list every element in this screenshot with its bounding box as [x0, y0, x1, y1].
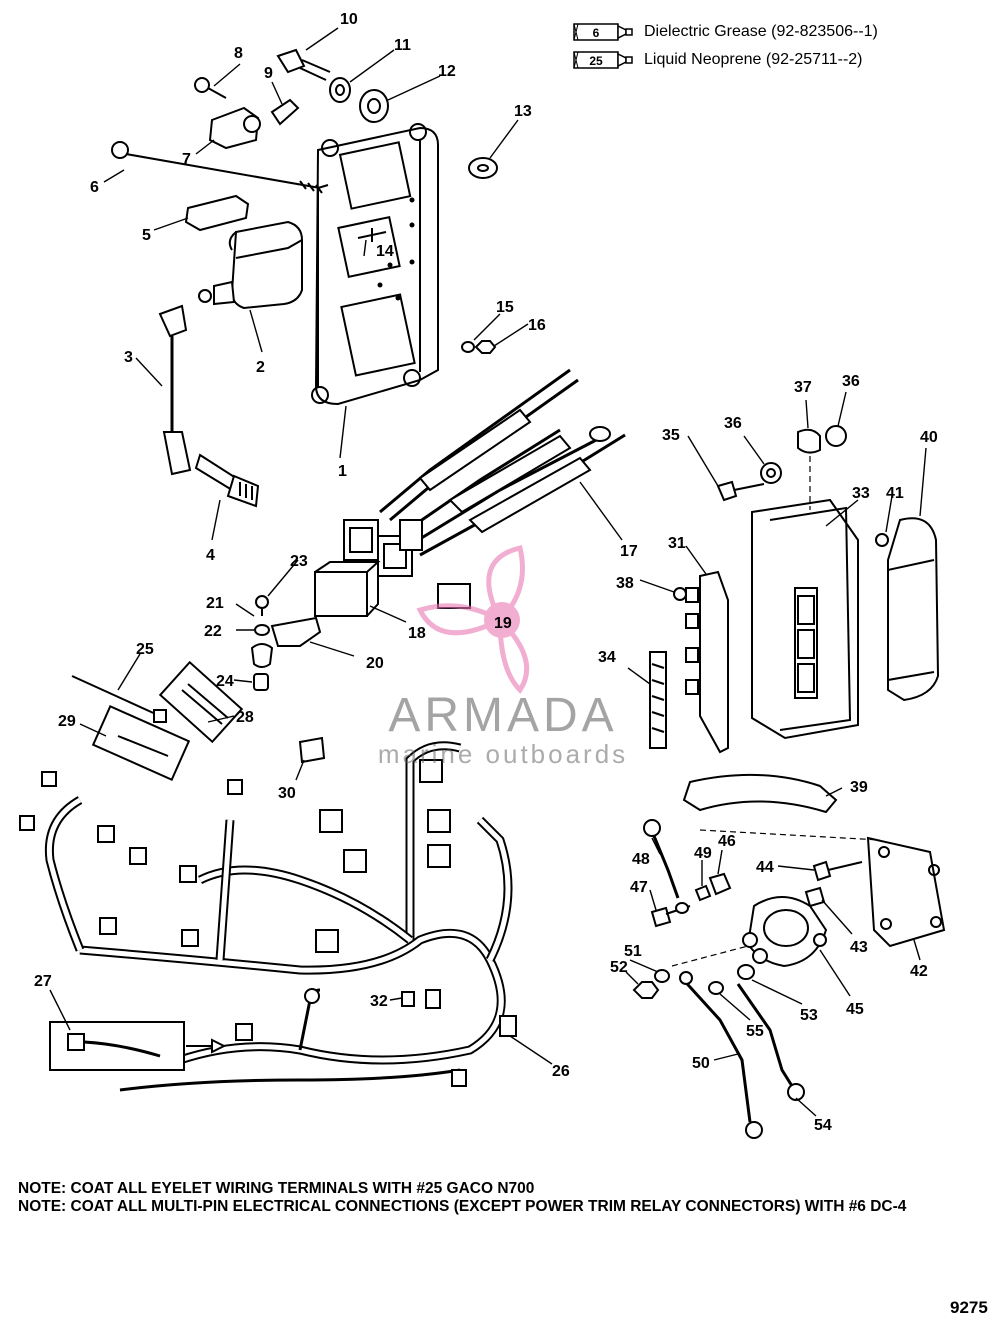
trim-relay	[314, 561, 381, 617]
spark-plug	[194, 453, 260, 508]
callout-26: 26	[552, 1063, 570, 1080]
callout-1: 1	[338, 463, 347, 480]
exploded-parts-diagram: 1 2 3 4 5 6 7 8 9 10 11 12 13 14 15 16 1…	[19, 11, 946, 1139]
callout-51: 51	[624, 943, 642, 960]
starter-solenoid	[742, 896, 828, 968]
sealant-tube-icon: 6	[573, 23, 633, 41]
legend-code-grease: 6	[593, 26, 600, 40]
callout-4: 4	[206, 547, 215, 564]
callout-16: 16	[528, 317, 546, 334]
callout-36b: 36	[842, 373, 860, 390]
callout-28: 28	[236, 709, 254, 726]
callout-22: 22	[204, 623, 222, 640]
spark-plug-lead	[158, 304, 192, 476]
callout-13: 13	[514, 103, 532, 120]
callout-15: 15	[496, 299, 514, 316]
callout-31: 31	[668, 535, 686, 552]
callout-48: 48	[632, 851, 650, 868]
watermark: ARMADA marine outboards	[348, 688, 658, 770]
callout-50: 50	[692, 1055, 710, 1072]
callout-37: 37	[794, 379, 812, 396]
notes: NOTE: COAT ALL EYELET WIRING TERMINALS W…	[18, 1180, 978, 1216]
callout-44: 44	[756, 859, 774, 876]
watermark-title: ARMADA	[388, 689, 618, 742]
callout-14: 14	[376, 243, 394, 260]
connector-inset-27	[49, 1021, 227, 1071]
sheet-id: 9275	[950, 1298, 988, 1317]
foam-pad	[649, 651, 667, 749]
callout-30: 30	[278, 785, 296, 802]
callout-36a: 36	[724, 415, 742, 432]
legend: 6 Dielectric Grease (92-823506--1) 25 Li…	[572, 18, 878, 74]
callout-23: 23	[290, 553, 308, 570]
note-multipin: NOTE: COAT ALL MULTI-PIN ELECTRICAL CONN…	[18, 1198, 907, 1215]
sealant-tube-icon: 25	[573, 51, 633, 69]
callout-38: 38	[616, 575, 634, 592]
callout-7: 7	[182, 151, 191, 168]
callout-39: 39	[850, 779, 868, 796]
engine-wiring-harness	[19, 741, 517, 1092]
callout-46: 46	[718, 833, 736, 850]
callout-41: 41	[886, 485, 904, 502]
callout-35: 35	[662, 427, 680, 444]
callout-43: 43	[850, 939, 868, 956]
callout-49: 49	[694, 845, 712, 862]
callout-32: 32	[370, 993, 388, 1010]
legend-row-grease: 6 Dielectric Grease (92-823506--1)	[572, 18, 878, 46]
callout-17: 17	[620, 543, 638, 560]
connector-inset-29	[91, 705, 191, 781]
callout-10: 10	[340, 11, 358, 28]
watermark-propeller-logo	[416, 544, 530, 694]
callout-19: 19	[494, 615, 512, 632]
callout-29: 29	[58, 713, 76, 730]
legend-text-neoprene: Liquid Neoprene (92-25711--2)	[644, 51, 863, 68]
long-bolt	[111, 141, 323, 194]
relay-harness	[343, 368, 626, 577]
callout-53: 53	[800, 1007, 818, 1024]
callout-21: 21	[206, 595, 224, 612]
callout-9: 9	[264, 65, 273, 82]
connector-inset-28	[158, 660, 244, 744]
callout-42: 42	[910, 963, 928, 980]
callout-6: 6	[90, 179, 99, 196]
ignition-coil	[198, 220, 303, 310]
callout-47: 47	[630, 879, 648, 896]
callout-33: 33	[852, 485, 870, 502]
callout-8: 8	[234, 45, 243, 62]
watermark-subtitle: marine outboards	[377, 739, 629, 769]
callout-40: 40	[920, 429, 938, 446]
coil-clip	[184, 194, 250, 232]
ecm-bracket	[887, 517, 940, 702]
callout-20: 20	[366, 655, 384, 672]
callout-52: 52	[610, 959, 628, 976]
note-eyelet: NOTE: COAT ALL EYELET WIRING TERMINALS W…	[18, 1180, 535, 1197]
legend-text-grease: Dielectric Grease (92-823506--1)	[644, 23, 878, 40]
legend-code-neoprene: 25	[589, 54, 603, 68]
legend-row-neoprene: 25 Liquid Neoprene (92-25711--2)	[572, 46, 878, 74]
callout-45: 45	[846, 1001, 864, 1018]
clamp	[682, 773, 838, 814]
callout-27: 27	[34, 973, 52, 990]
callout-55: 55	[746, 1023, 764, 1040]
callout-54: 54	[814, 1117, 832, 1134]
callout-24: 24	[216, 673, 234, 690]
callout-12: 12	[438, 63, 456, 80]
callout-5: 5	[142, 227, 151, 244]
callout-25: 25	[136, 641, 154, 658]
callout-labels: 1 2 3 4 5 6 7 8 9 10 11 12 13 14 15 16 1…	[34, 11, 938, 1134]
callout-11: 11	[394, 37, 411, 54]
leader-lines	[49, 27, 927, 1117]
callout-18: 18	[408, 625, 426, 642]
ecm-module	[751, 498, 859, 740]
mounting-plate	[311, 123, 439, 406]
callout-2: 2	[256, 359, 265, 376]
callout-34: 34	[598, 649, 616, 666]
callout-3: 3	[124, 349, 133, 366]
